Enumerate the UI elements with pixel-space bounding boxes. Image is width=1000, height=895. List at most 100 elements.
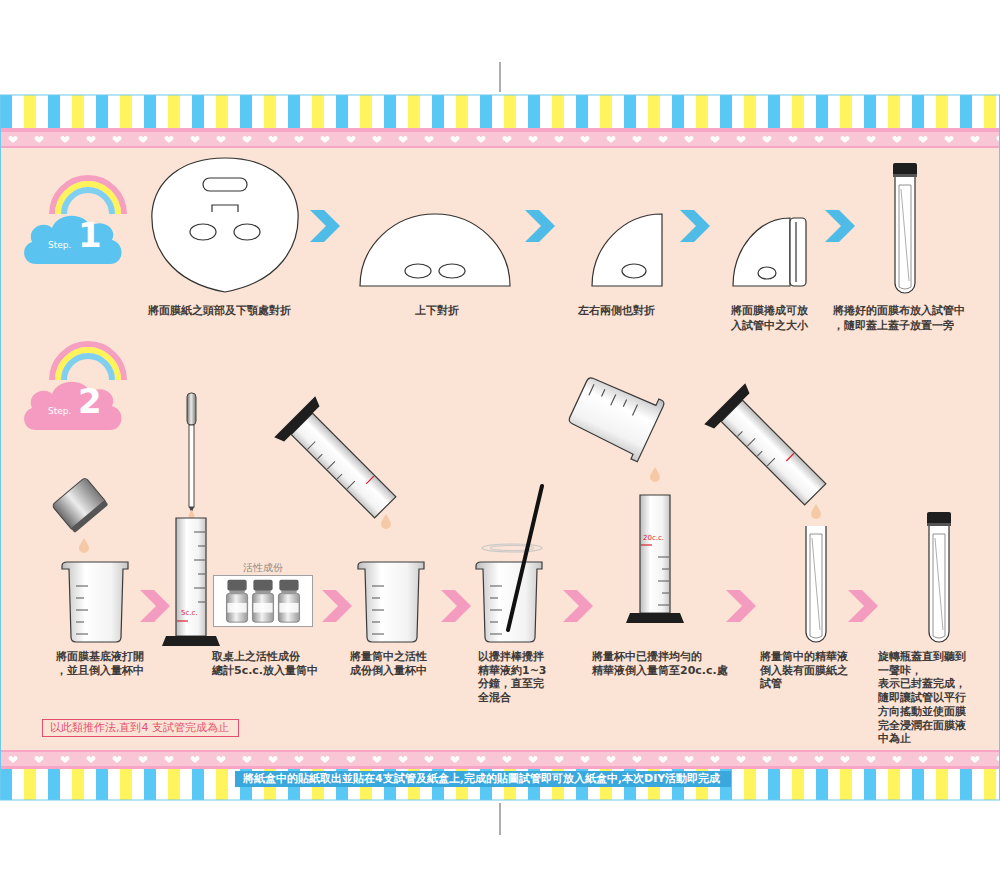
footer-text: 將紙盒中的貼紙取出並貼在4支試管及紙盒上,完成的貼圖試管即可放入紙盒中,本次DI… (243, 772, 723, 786)
rainbow (64, 356, 112, 380)
process-chevron (563, 590, 593, 622)
vial (227, 580, 246, 591)
ingredient-box: 活性成份 (213, 575, 313, 627)
step-cloud: Step.2 (18, 372, 126, 434)
volume-mark: 20c.c. (643, 534, 664, 542)
graduated-cylinder (162, 495, 684, 646)
step-chevron (310, 210, 855, 242)
rainbow (58, 350, 118, 380)
border-band (0, 766, 1000, 769)
border-band (0, 132, 1000, 146)
border-band (0, 750, 1000, 752)
sealed-tube (927, 512, 951, 526)
border-band (0, 146, 1000, 148)
crop-mark (500, 62, 501, 92)
border-band (0, 769, 1000, 800)
base-liquid-jar (52, 477, 109, 553)
border-band (1, 95, 1000, 800)
open-tube (806, 526, 826, 642)
rainbow (52, 178, 124, 214)
folded-mask (360, 214, 510, 286)
step-number: 1 (78, 218, 102, 252)
quarter-mask (592, 214, 662, 286)
pouring-beaker (565, 368, 665, 482)
base-liquid-jar (52, 477, 109, 533)
pouring-beaker (565, 368, 665, 462)
note-box: 以此類推作法,直到4 支試管完成為止 (42, 719, 239, 737)
face-mask (152, 158, 298, 292)
step-caption: 旋轉瓶蓋直到聽到 一聲咔， 表示已封蓋完成， 隨即讓試管以平行 方向搖動並使面膜… (878, 650, 977, 746)
process-chevron (726, 590, 756, 622)
vial (253, 580, 272, 591)
border-band (0, 95, 1000, 128)
pipette (187, 393, 196, 425)
vial-set (214, 576, 312, 626)
measuring-beaker (62, 562, 128, 642)
graduated-cylinder (626, 495, 684, 623)
step-chevron (825, 210, 855, 242)
pouring-cylinder (274, 396, 406, 528)
step-caption: 左右兩側也對折 (578, 303, 655, 318)
note-text: 以此類推作法,直到4 支試管完成為止 (50, 721, 231, 735)
pouring-cylinder (366, 476, 374, 484)
process-chevron (140, 590, 170, 622)
pouring-cylinder (737, 428, 774, 465)
capped-tube (895, 177, 915, 293)
quarter-mask (592, 214, 662, 286)
rolled-mask (795, 222, 796, 282)
box-heading: 活性成份 (214, 561, 312, 574)
step-caption: 將量筒中之活性 成份倒入量杯中 (350, 650, 438, 677)
vial (252, 593, 273, 622)
graduated-cylinder (641, 544, 652, 545)
rainbow (52, 344, 124, 380)
pouring-beaker (650, 467, 660, 482)
step-caption: 將面膜捲成可放 入試管中之大小 (731, 303, 819, 333)
face-mask (152, 158, 298, 292)
pipette (187, 393, 196, 519)
graduated-cylinder (194, 532, 205, 602)
border-band (0, 128, 1000, 132)
capped-tube (893, 163, 917, 293)
process-chevron (322, 590, 352, 622)
vial (226, 580, 247, 622)
pouring-cylinder (786, 453, 794, 461)
pouring-cylinder (381, 514, 391, 529)
step-word: Step. (48, 240, 71, 251)
vial (253, 603, 272, 613)
border-band (0, 752, 1000, 766)
folded-mask (439, 264, 465, 278)
pipette (189, 425, 194, 507)
capped-tube (893, 163, 917, 177)
vial (226, 593, 247, 622)
rolled-mask (790, 218, 806, 286)
graduated-cylinder (177, 620, 188, 621)
rainbow (64, 190, 112, 214)
step-chevron (525, 210, 555, 242)
cloud-shape (18, 372, 126, 434)
quarter-mask (622, 264, 646, 278)
face-mask (203, 178, 247, 191)
folded-mask (360, 214, 510, 286)
cloud-shape (24, 216, 121, 264)
step-chevron (310, 210, 340, 242)
stirring-rod (508, 486, 542, 630)
base-liquid-jar (71, 500, 109, 533)
step-caption: 將量筒中的精華液 倒入裝有面膜紙之 試管 (760, 650, 859, 691)
step-caption: 以攪拌棒攪拌 精華液約1~3 分鐘，直至完 全混合 (478, 650, 555, 705)
open-tube (806, 526, 826, 642)
border-band (0, 95, 1000, 800)
process-chevron (441, 590, 471, 622)
folded-mask (405, 264, 431, 278)
border-band (0, 148, 1000, 750)
pouring-beaker (565, 368, 665, 462)
vial (278, 593, 299, 622)
graduated-cylinder (162, 518, 220, 646)
step-word: Step. (48, 406, 71, 417)
process-chevron (848, 590, 878, 622)
crop-mark (500, 803, 501, 835)
stirring-rod (482, 486, 542, 630)
graduated-cylinder (658, 557, 669, 605)
pouring-cylinder (704, 383, 836, 515)
step-caption: 將面膜紙之頭部及下顎處對折 (148, 303, 291, 318)
